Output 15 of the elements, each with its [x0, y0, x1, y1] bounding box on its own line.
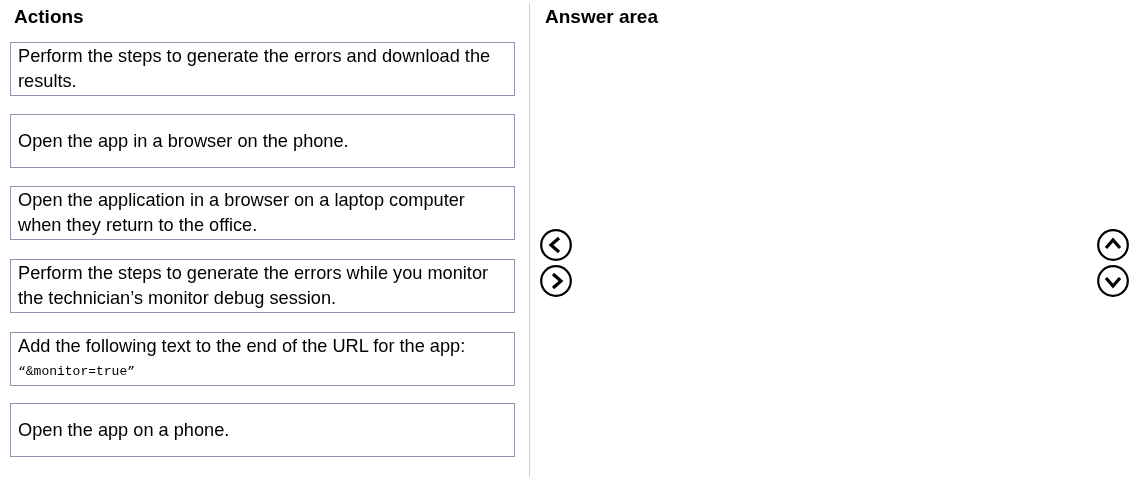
section-heading: Answer area: [545, 6, 658, 28]
section-heading: Actions: [14, 6, 84, 28]
action-text: Open the app in a browser on the phone.: [18, 129, 350, 153]
action-text: Perform the steps to generate the errors and download the results.: [18, 45, 492, 93]
action-text: Perform the steps to generate the errors while you monitor the technician’s monitor debug session.: [18, 262, 490, 310]
action-text: Open the app on a phone.: [18, 418, 231, 442]
action-card: [10, 42, 515, 96]
action-card: [10, 332, 515, 386]
action-text: Add the following text to the end of the URL for the app:: [18, 335, 467, 358]
code-text: “&monitor=true”: [18, 363, 137, 381]
action-card: [10, 186, 515, 240]
action-card: [10, 114, 515, 168]
action-card: [10, 403, 515, 457]
action-card: [10, 259, 515, 313]
action-text: Open the application in a browser on a laptop computer when they return to the office.: [18, 189, 466, 237]
